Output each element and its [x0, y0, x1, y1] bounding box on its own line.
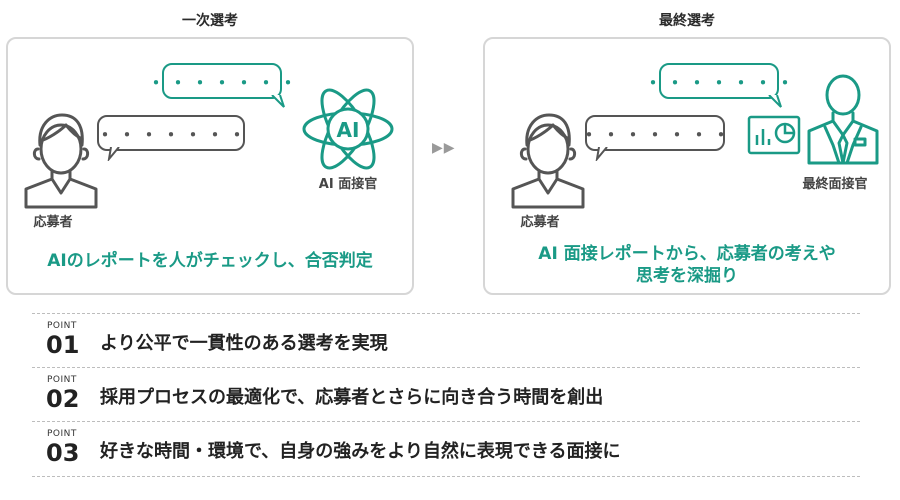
ai-speech-bubble: ・・・・・・・ — [148, 63, 297, 99]
applicant-person-icon — [511, 113, 585, 209]
ai-badge-text: AI — [337, 118, 360, 142]
point-text: 好きな時間・環境で、自身の強みをより自然に表現できる面接に — [100, 441, 621, 462]
point-row-03: POINT 03 好きな時間・環境で、自身の強みをより自然に表現できる面接に — [32, 421, 860, 477]
point-label: POINT — [47, 429, 77, 439]
final-stage-summary-line2: 思考を深掘り — [636, 266, 738, 286]
first-stage-panel: ・・・・・・・ ・・・・・・・ 応募者 AI AI 面接官 AIのレポートを人が… — [6, 37, 414, 295]
presentation-chart-icon — [747, 115, 801, 155]
stage-arrow-icon: ▶▶ — [432, 140, 456, 156]
first-stage-title: 一次選考 — [182, 13, 238, 29]
final-stage-title: 最終選考 — [659, 13, 715, 29]
ai-interviewer-label: AI 面接官 — [318, 177, 378, 192]
point-number: 01 — [46, 331, 80, 359]
final-applicant-label: 応募者 — [520, 215, 560, 230]
point-number: 03 — [46, 439, 80, 467]
final-applicant-speech-bubble: ・・・・・・・ — [581, 115, 730, 151]
ai-bubble-tail — [271, 95, 285, 108]
ai-atom-icon: AI — [302, 88, 394, 170]
point-label: POINT — [47, 321, 77, 331]
first-stage-summary: AIのレポートを人がチェックし、合否判定 — [47, 251, 373, 271]
point-text: 採用プロセスの最適化で、応募者とさらに向き合う時間を創出 — [100, 387, 604, 408]
interviewer-speech-bubble: ・・・・・・・ — [645, 63, 794, 99]
final-interviewer-label: 最終面接官 — [802, 177, 868, 192]
applicant-bubble-tail — [107, 147, 120, 161]
point-text: より公平で一貫性のある選考を実現 — [100, 333, 388, 354]
final-stage-summary-line1: AI 面接レポートから、応募者の考えや — [538, 244, 836, 264]
first-applicant-label: 応募者 — [33, 215, 73, 230]
point-number: 02 — [46, 385, 80, 413]
applicant-person-icon — [24, 113, 98, 209]
interviewer-bubble-tail — [768, 95, 782, 108]
point-label: POINT — [47, 375, 77, 385]
applicant-speech-bubble: ・・・・・・・ — [97, 115, 246, 151]
interviewer-suit-icon — [807, 74, 879, 165]
point-row-01: POINT 01 より公平で一貫性のある選考を実現 — [32, 313, 860, 368]
final-stage-panel: ・・・・・・・ ・・・・・・・ 応募者 — [483, 37, 891, 295]
final-applicant-bubble-tail — [595, 147, 608, 161]
point-row-02: POINT 02 採用プロセスの最適化で、応募者とさらに向き合う時間を創出 — [32, 367, 860, 422]
